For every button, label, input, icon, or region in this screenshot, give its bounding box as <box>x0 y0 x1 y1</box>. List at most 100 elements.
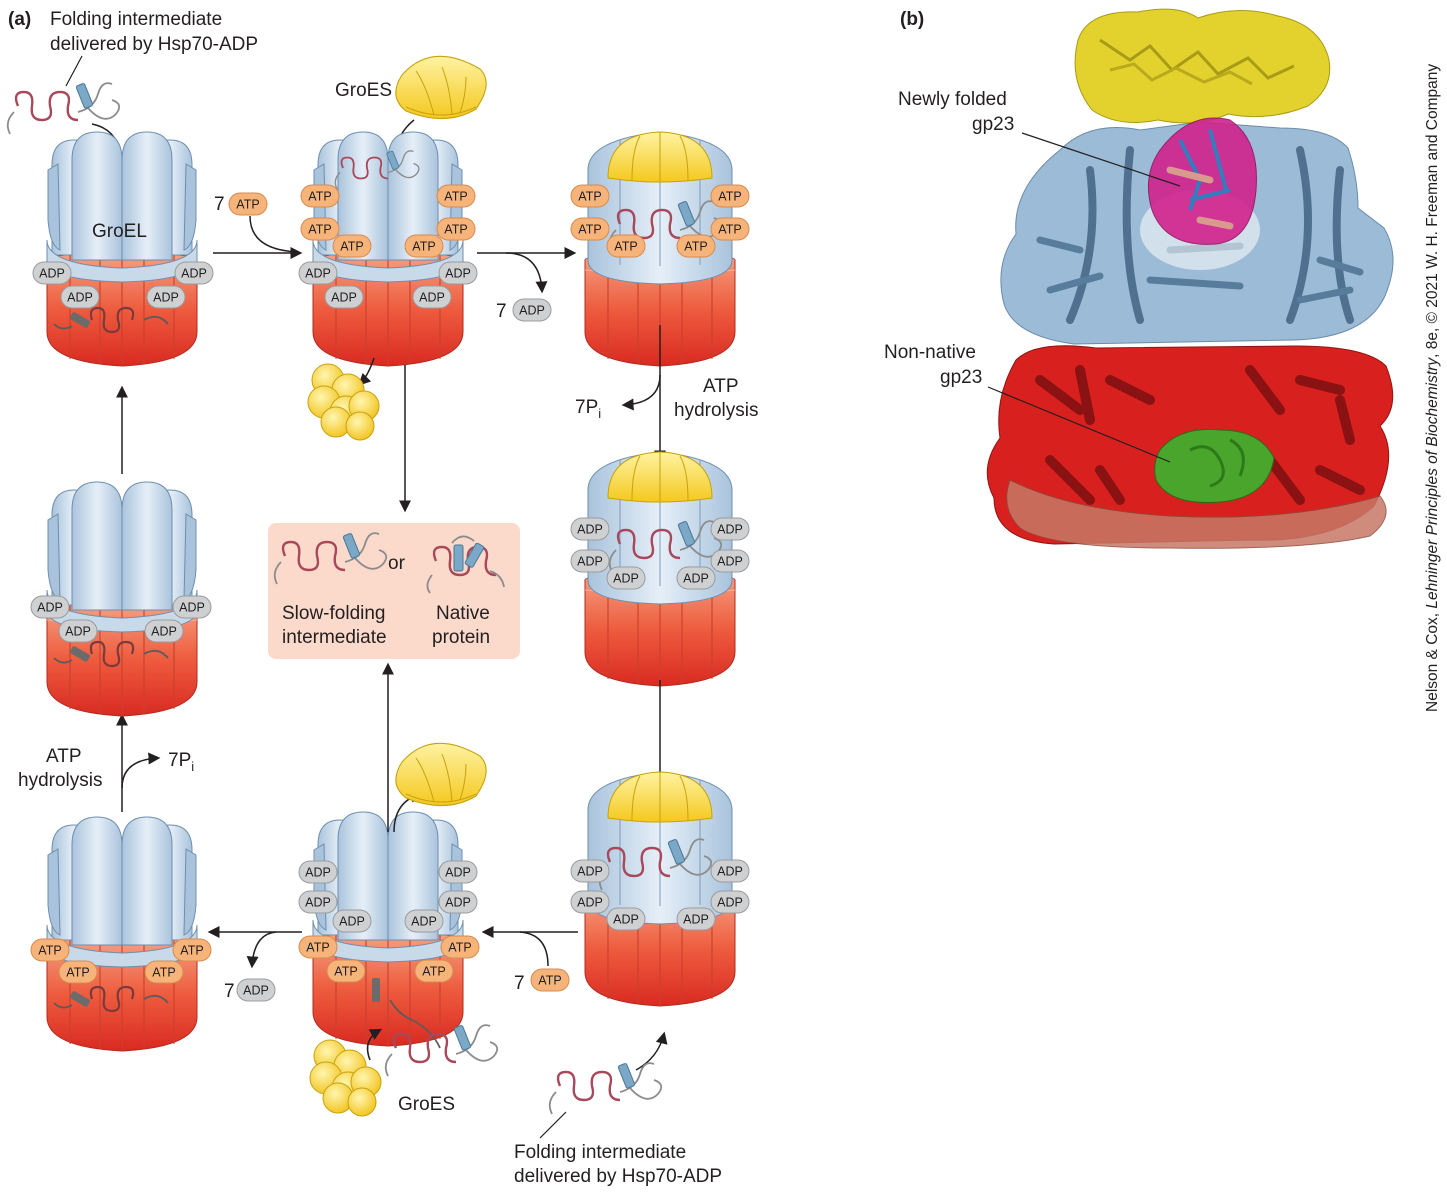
groes-balls-bottom-icon <box>309 1039 382 1117</box>
groel-double-intermediate-icon <box>584 771 736 1007</box>
svg-text:ADP: ADP <box>67 291 93 305</box>
svg-text:ADP: ADP <box>577 523 603 537</box>
svg-text:ATP: ATP <box>306 941 329 955</box>
svg-text:ADP: ADP <box>181 267 207 281</box>
atp-pill: ATP <box>606 234 646 258</box>
svg-text:ATP: ATP <box>444 190 467 204</box>
non-native-line2: gp23 <box>940 367 982 388</box>
seven-atp-top: 7 <box>214 194 225 215</box>
svg-text:ADP: ADP <box>411 915 437 929</box>
atp-hydrolysis-left-line2: hydrolysis <box>18 770 102 791</box>
atp-pill: ATP <box>30 938 70 962</box>
svg-text:ADP: ADP <box>153 291 179 305</box>
seven-adp-bottom: 7 <box>224 981 235 1002</box>
slow-folding-line2: intermediate <box>282 627 387 648</box>
adp-pill: ADP <box>32 261 72 285</box>
svg-text:ADP: ADP <box>305 896 331 910</box>
adp-pill: ADP <box>60 285 100 309</box>
copyright-credit: Nelson & Cox, Lehninger Principles of Bi… <box>1424 63 1441 712</box>
atp-pill: ATP <box>440 935 480 959</box>
svg-text:ATP: ATP <box>448 941 471 955</box>
atp-pill: ATP <box>300 217 340 241</box>
pill-atp-arrow-bottom: ATP <box>530 968 570 992</box>
atp-pill: ATP <box>710 184 750 208</box>
svg-text:ATP: ATP <box>340 240 363 254</box>
svg-text:ADP: ADP <box>305 267 331 281</box>
adp-pill: ADP <box>570 517 610 541</box>
atp-pill: ATP <box>710 217 750 241</box>
native-protein-icon <box>426 535 505 594</box>
svg-text:ADP: ADP <box>613 572 639 586</box>
folding-intermediate-top-line1: Folding intermediate <box>50 9 222 30</box>
atp-pill: ATP <box>570 217 610 241</box>
folding-intermediate-top-line2: delivered by Hsp70-ADP <box>50 34 258 55</box>
svg-text:ADP: ADP <box>151 625 177 639</box>
seven-pi-left: 7Pi <box>168 750 194 774</box>
adp-pill: ADP <box>30 595 70 619</box>
adp-pill: ADP <box>58 619 98 643</box>
adp-pill: ADP <box>710 859 750 883</box>
adp-pill: ADP <box>298 860 338 884</box>
groel-complex-icon <box>46 131 198 367</box>
svg-text:ATP: ATP <box>718 190 741 204</box>
panel-a-label: (a) <box>8 9 31 30</box>
folding-intermediate-bottom-line2: delivered by Hsp70-ADP <box>514 1166 722 1187</box>
cryo-em-structure-icon <box>986 8 1394 549</box>
svg-text:ATP: ATP <box>308 223 331 237</box>
adp-pill: ADP <box>404 909 444 933</box>
svg-text:ATP: ATP <box>180 944 203 958</box>
adp-pill: ADP <box>146 285 186 309</box>
svg-text:ATP: ATP <box>308 190 331 204</box>
atp-pill: ATP <box>332 234 372 258</box>
svg-text:ATP: ATP <box>614 240 637 254</box>
svg-text:ADP: ADP <box>717 865 743 879</box>
newly-folded-line2: gp23 <box>972 114 1014 135</box>
svg-text:ATP: ATP <box>334 965 357 979</box>
atp-pill: ATP <box>404 234 444 258</box>
groes-released-icon <box>307 363 380 441</box>
adp-pill: ADP <box>144 619 184 643</box>
svg-text:ADP: ADP <box>683 913 709 927</box>
adp-pill: ADP <box>570 859 610 883</box>
svg-text:ADP: ADP <box>717 523 743 537</box>
pill-atp-arrow-top: ATP <box>228 192 268 216</box>
native-protein-line1: Native <box>436 603 490 624</box>
svg-text:ADP: ADP <box>445 267 471 281</box>
groes-free-bottom-icon <box>395 742 487 807</box>
slow-folding-line1: Slow-folding <box>282 603 386 624</box>
adp-pill: ADP <box>438 261 478 285</box>
atp-pill: ATP <box>436 184 476 208</box>
adp-pill: ADP <box>172 595 212 619</box>
adp-pill: ADP <box>174 261 214 285</box>
newly-folded-line1: Newly folded <box>898 89 1007 110</box>
svg-text:ADP: ADP <box>179 601 205 615</box>
atp-pill: ATP <box>326 959 366 983</box>
adp-pill: ADP <box>570 890 610 914</box>
atp-pill: ATP <box>58 960 98 984</box>
groes-cap-icon <box>395 55 487 120</box>
atp-pill: ATP <box>300 184 340 208</box>
svg-text:ATP: ATP <box>444 223 467 237</box>
panel-b-label: (b) <box>900 9 924 30</box>
adp-pill: ADP <box>710 517 750 541</box>
svg-text:ADP: ADP <box>577 555 603 569</box>
adp-pill: ADP <box>438 860 478 884</box>
atp-pill: ATP <box>144 960 184 984</box>
svg-text:ADP: ADP <box>445 896 471 910</box>
svg-text:ATP: ATP <box>38 944 61 958</box>
svg-text:ATP: ATP <box>236 198 259 212</box>
svg-text:ATP: ATP <box>412 240 435 254</box>
adp-pill: ADP <box>324 285 364 309</box>
adp-pill: ADP <box>438 890 478 914</box>
adp-pill: ADP <box>710 549 750 573</box>
svg-text:ADP: ADP <box>339 915 365 929</box>
svg-text:ADP: ADP <box>519 304 545 318</box>
seven-pi-right: 7Pi <box>575 397 601 421</box>
svg-text:ADP: ADP <box>37 601 63 615</box>
adp-pill: ADP <box>676 907 716 931</box>
atp-hydrolysis-right-line2: hydrolysis <box>674 400 758 421</box>
svg-text:ADP: ADP <box>717 896 743 910</box>
adp-pill: ADP <box>606 907 646 931</box>
svg-text:ATP: ATP <box>578 223 601 237</box>
